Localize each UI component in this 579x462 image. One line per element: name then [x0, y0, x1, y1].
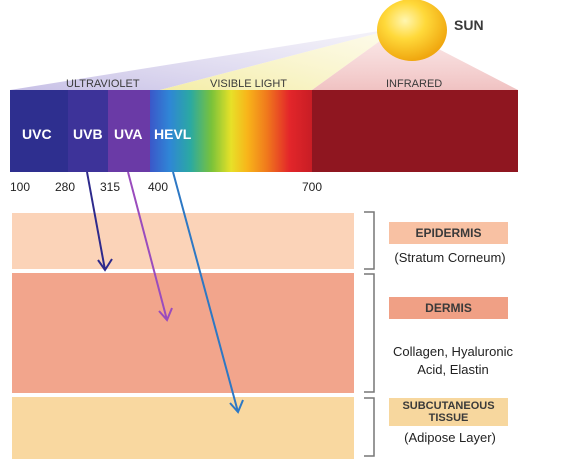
sun-icon [377, 0, 447, 61]
infrared-region-label: INFRARED [386, 78, 443, 90]
wavelength-tick-280: 280 [55, 180, 76, 194]
epidermis-bracket [364, 211, 375, 270]
dermis-layer [12, 273, 354, 393]
subcutaneous-badge: SUBCUTANEOUS TISSUE [389, 398, 508, 426]
epidermis-badge: EPIDERMIS [389, 222, 508, 244]
wavelength-tick-700: 700 [302, 180, 323, 194]
uvb-label: UVB [73, 126, 103, 142]
uva-label: UVA [114, 126, 143, 142]
visible-spectrum-band [150, 90, 312, 172]
visible-light-beam [160, 28, 398, 90]
wavelength-tick-400: 400 [148, 180, 169, 194]
dermis-badge: DERMIS [389, 297, 508, 319]
subcutaneous-bracket [364, 397, 375, 457]
uva-penetration-arrow [127, 171, 173, 322]
ultraviolet-region-label: ULTRAVIOLET [66, 78, 140, 90]
hevl-penetration-arrow [172, 171, 244, 414]
infrared-band [312, 90, 518, 172]
uva-band [108, 90, 150, 172]
wavelength-tick-100: 100 [10, 180, 31, 194]
epidermis-description: (Stratum Corneum) [394, 250, 506, 265]
uvc-label: UVC [22, 126, 52, 142]
dermis-description: Collagen, Hyaluronic Acid, Elastin [393, 344, 513, 377]
uvb-band [68, 90, 108, 172]
wavelength-tick-315: 315 [100, 180, 121, 194]
dermis-bracket [364, 273, 375, 393]
visible-light-region-label: VISIBLE LIGHT [210, 78, 288, 90]
subcutaneous-description: (Adipose Layer) [404, 430, 496, 445]
uv-light-beam [10, 28, 398, 90]
uvb-penetration-arrow [86, 171, 113, 272]
sun-label: SUN [454, 17, 484, 33]
epidermis-layer [12, 213, 354, 269]
hevl-label: HEVL [154, 126, 192, 142]
uvc-band [10, 90, 68, 172]
subcutaneous-layer [12, 397, 354, 459]
